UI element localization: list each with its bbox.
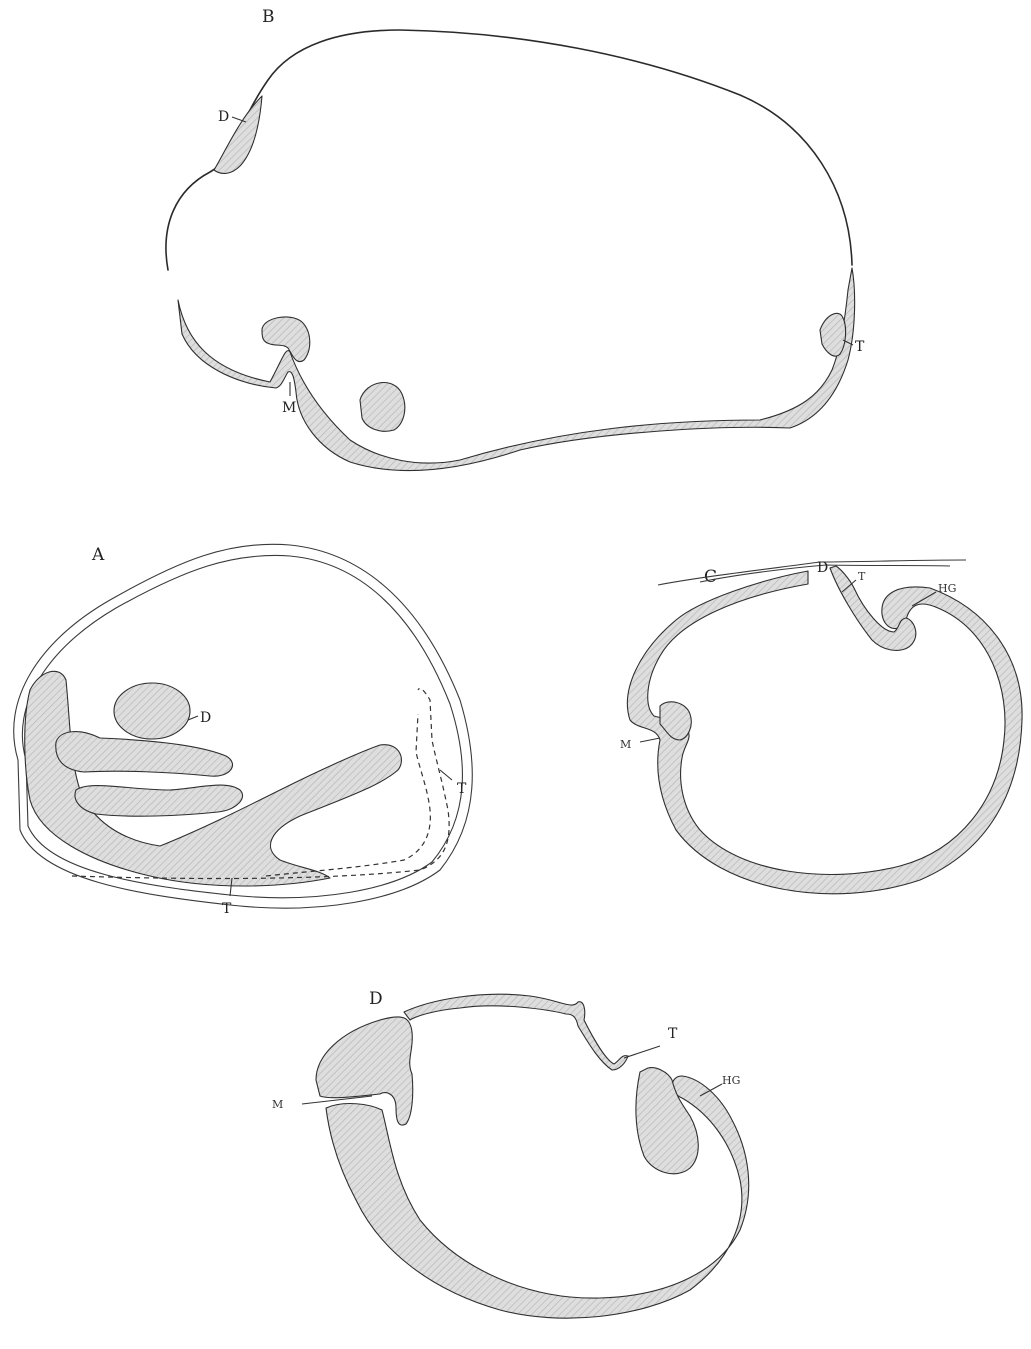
figure-a-letter: A (91, 545, 105, 565)
figure-c-m-leader (640, 738, 660, 742)
figure-b-letter: B (262, 7, 275, 27)
figure-a-label-d: D (200, 710, 211, 726)
figure-b-ventral-wall (178, 268, 855, 471)
figure-b-tail-fold (820, 313, 846, 356)
figure-a-label-t-bottom: T (222, 901, 232, 917)
figure-a-embryo-body (25, 671, 402, 886)
figure-c: C D T HG M (620, 560, 1022, 894)
figure-a-t-right-leader (440, 770, 452, 780)
figure-d-dorsal-wall (404, 994, 628, 1070)
figure-b-dorsal-patch (214, 96, 262, 173)
figure-d: D T HG M (272, 989, 749, 1318)
figure-b-label-t: T (855, 339, 865, 355)
figure-c-label-t: T (858, 570, 866, 583)
figure-d-label-t: T (668, 1026, 678, 1042)
figure-d-letter: D (369, 989, 383, 1009)
figure-b-label-m: M (282, 400, 296, 416)
figure-d-label-m: M (272, 1098, 283, 1111)
figure-c-label-d: D (817, 560, 828, 576)
figure-b-label-d: D (218, 109, 229, 125)
figure-a-label-t-right: T (457, 781, 467, 797)
figure-a: A D T T (14, 544, 473, 917)
figure-c-label-hg: HG (938, 582, 956, 595)
figure-a-dorsal-disc (114, 683, 190, 739)
figure-a-fold-2 (75, 785, 243, 816)
figure-b-outline (166, 30, 852, 270)
figure-d-t-leader (624, 1046, 660, 1058)
figure-d-label-hg: HG (722, 1074, 740, 1087)
figure-b-bud (360, 383, 405, 432)
figure-c-label-m: M (620, 738, 631, 751)
figure-b: B D M T (166, 7, 865, 471)
